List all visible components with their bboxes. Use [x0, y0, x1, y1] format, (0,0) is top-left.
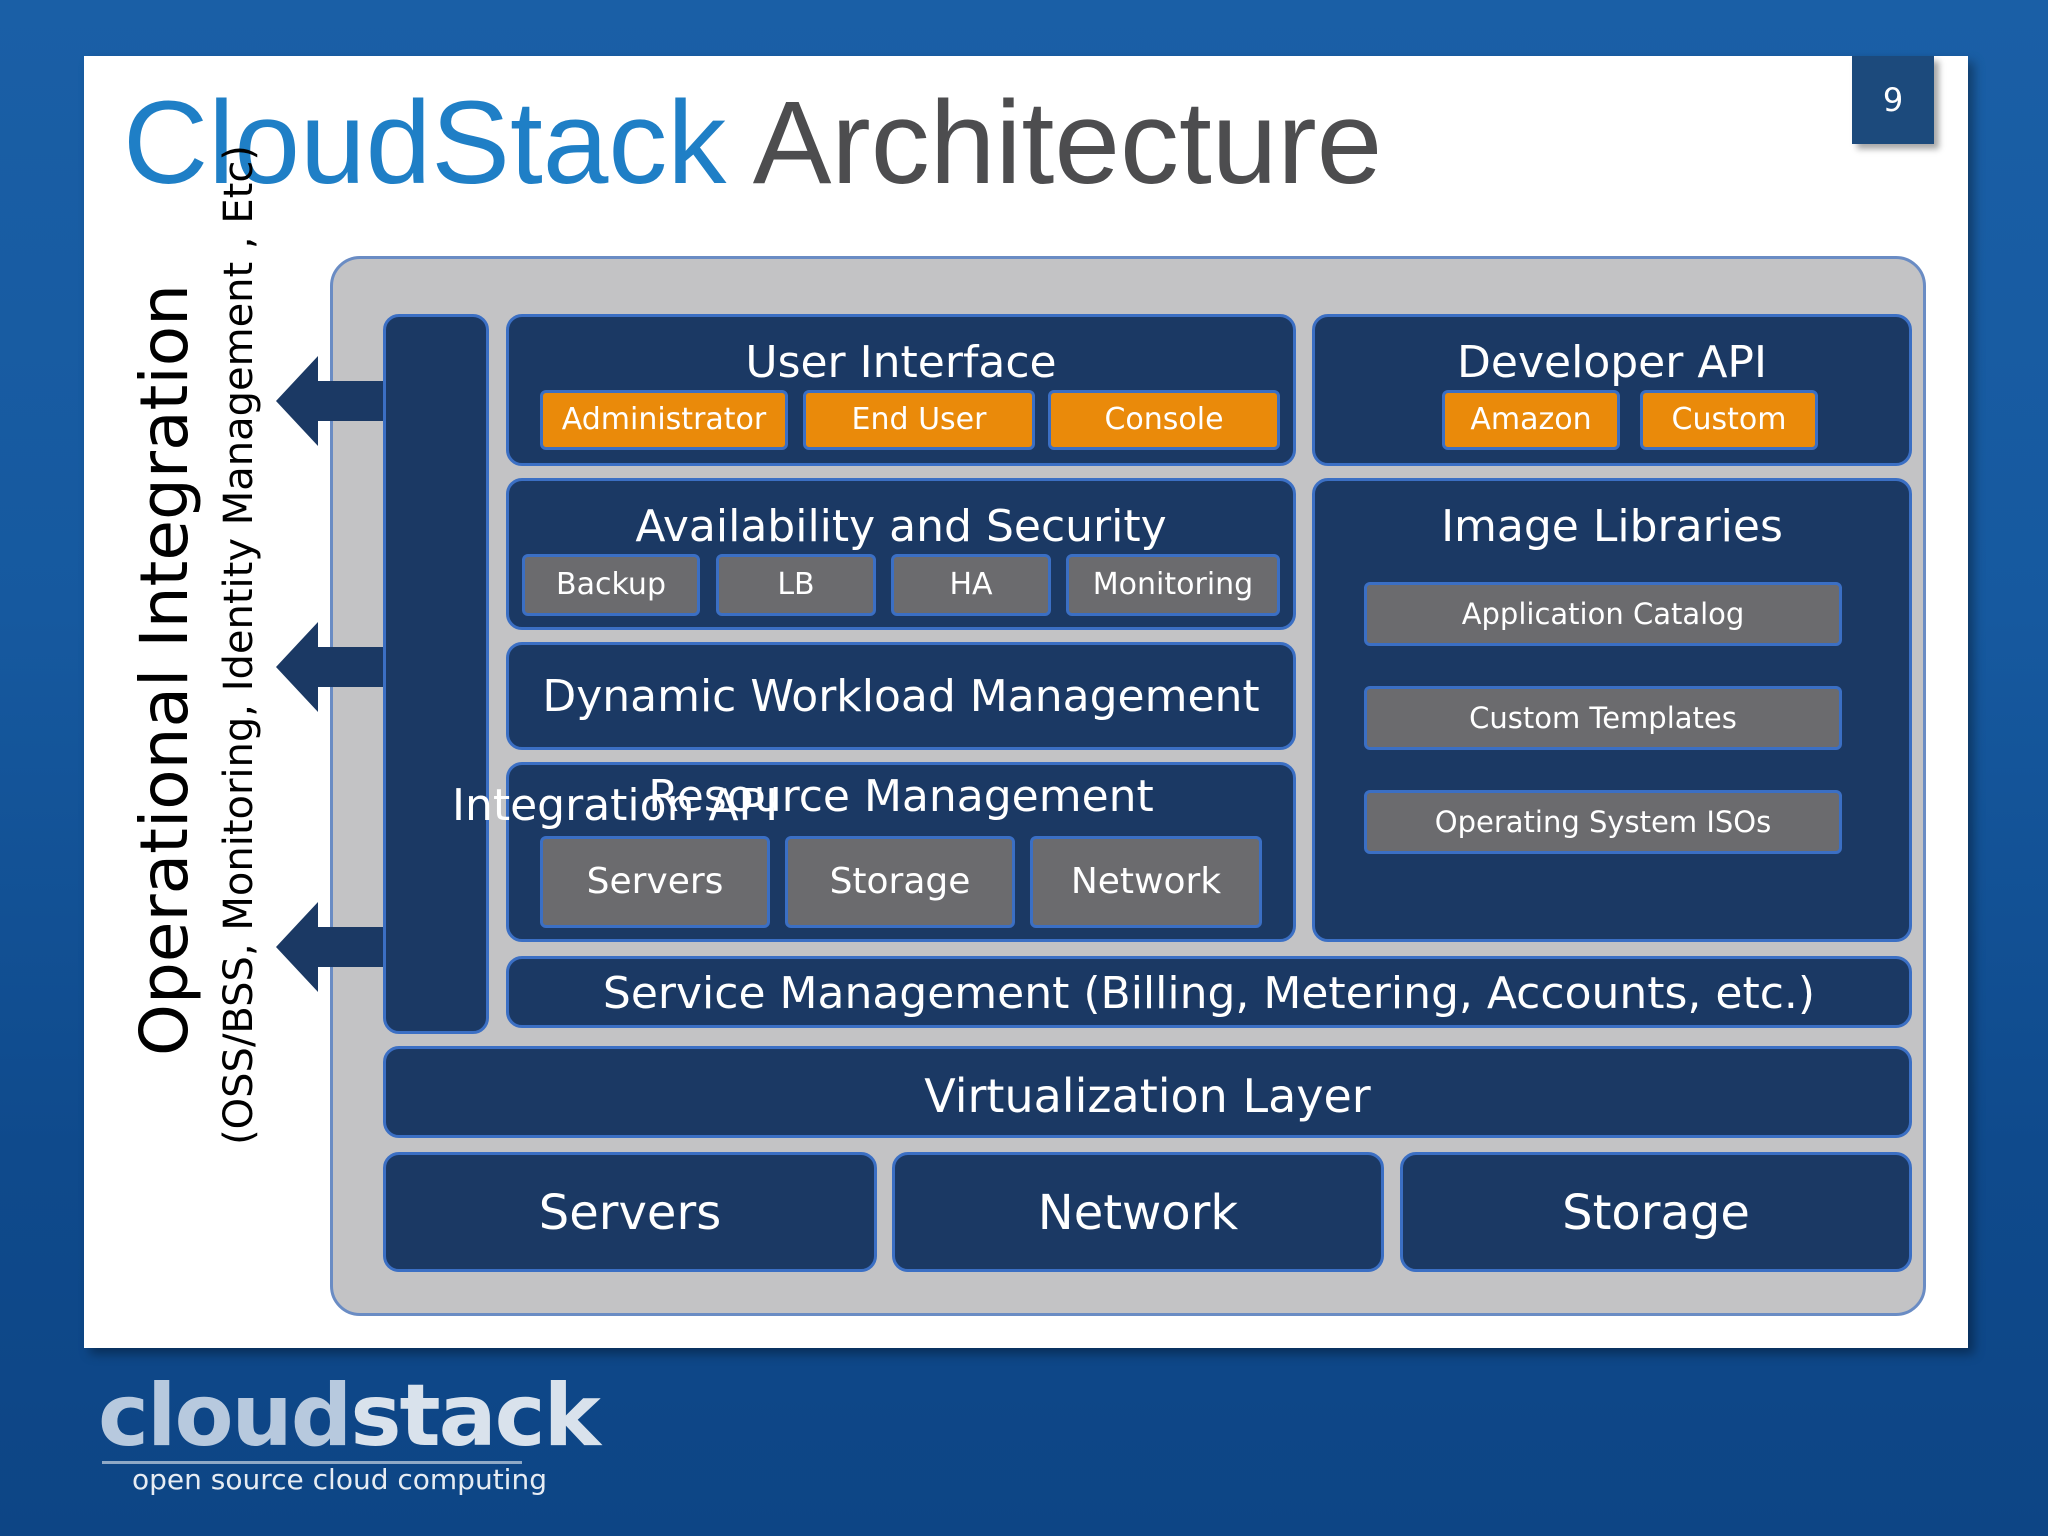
page-title: CloudStack Architecture — [123, 78, 1382, 208]
administrator-chip: Administrator — [540, 390, 788, 450]
integration-api-label: Integration API — [452, 780, 779, 831]
custom-templates-chip: Custom Templates — [1364, 686, 1842, 750]
hardware-servers-block: Servers — [383, 1152, 877, 1272]
virtualization-layer-title: Virtualization Layer — [924, 1069, 1371, 1123]
arrow-left-icon — [276, 622, 386, 712]
page-number: 9 — [1852, 56, 1934, 144]
amazon-chip: Amazon — [1442, 390, 1620, 450]
arrow-left-icon — [276, 356, 386, 446]
hardware-storage-block: Storage — [1400, 1152, 1912, 1272]
cloudstack-logo: cloudstack — [98, 1366, 601, 1466]
integration-api-bar — [383, 314, 489, 1034]
ha-chip: HA — [891, 554, 1051, 616]
custom-chip: Custom — [1640, 390, 1818, 450]
hardware-storage-title: Storage — [1562, 1185, 1750, 1241]
monitoring-chip: Monitoring — [1066, 554, 1280, 616]
arrow-left-icon — [276, 902, 386, 992]
developer-api-title: Developer API — [1457, 337, 1767, 388]
logo-divider — [102, 1461, 522, 1464]
backup-chip: Backup — [522, 554, 700, 616]
operational-integration-sublabel: (OSS/BSS, Monitoring, Identity Managemen… — [216, 145, 262, 1145]
dynamic-workload-title: Dynamic Workload Management — [542, 671, 1260, 722]
console-chip: Console — [1048, 390, 1280, 450]
logo-tagline: open source cloud computing — [132, 1463, 547, 1496]
end-user-chip: End User — [803, 390, 1035, 450]
service-management-block: Service Management (Billing, Metering, A… — [506, 956, 1912, 1028]
rm-servers-chip: Servers — [540, 836, 770, 928]
resource-management-title: Resource Management — [648, 771, 1154, 822]
hardware-network-title: Network — [1037, 1185, 1239, 1241]
dynamic-workload-block: Dynamic Workload Management — [506, 642, 1296, 750]
title-architecture: Architecture — [752, 77, 1383, 209]
rm-storage-chip: Storage — [785, 836, 1015, 928]
image-libraries-title: Image Libraries — [1441, 501, 1783, 552]
hardware-servers-title: Servers — [538, 1185, 722, 1241]
virtualization-layer-block: Virtualization Layer — [383, 1046, 1912, 1138]
hardware-network-block: Network — [892, 1152, 1384, 1272]
user-interface-title: User Interface — [745, 337, 1057, 388]
operational-integration-label: Operational Integration — [126, 284, 203, 1056]
logo-stack: stack — [350, 1366, 601, 1466]
logo-cloud: cloud — [98, 1366, 352, 1466]
application-catalog-chip: Application Catalog — [1364, 582, 1842, 646]
operating-system-isos-chip: Operating System ISOs — [1364, 790, 1842, 854]
service-management-title: Service Management (Billing, Metering, A… — [602, 968, 1816, 1019]
title-cloudstack: CloudStack — [123, 77, 727, 209]
availability-security-title: Availability and Security — [635, 501, 1167, 552]
rm-network-chip: Network — [1030, 836, 1262, 928]
lb-chip: LB — [716, 554, 876, 616]
